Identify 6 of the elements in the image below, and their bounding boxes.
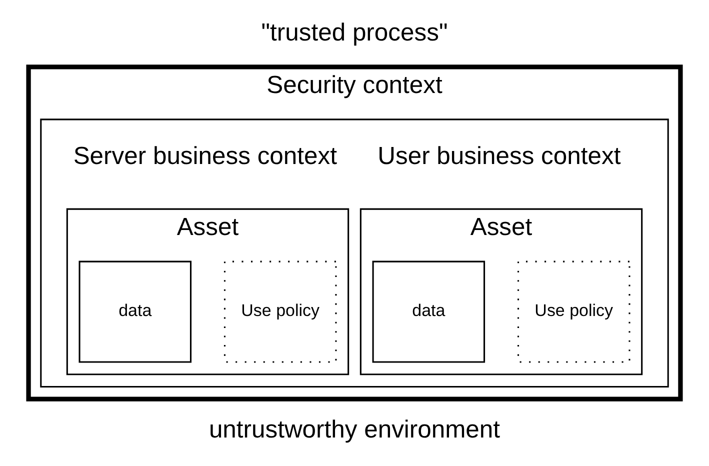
node-box: Use policy <box>517 260 630 363</box>
label: untrustworthy environment <box>208 416 500 444</box>
node-box: data <box>372 260 486 363</box>
node-box: Use policy <box>224 260 337 363</box>
label: "trusted process" <box>261 19 448 46</box>
node-box: data <box>78 260 192 363</box>
